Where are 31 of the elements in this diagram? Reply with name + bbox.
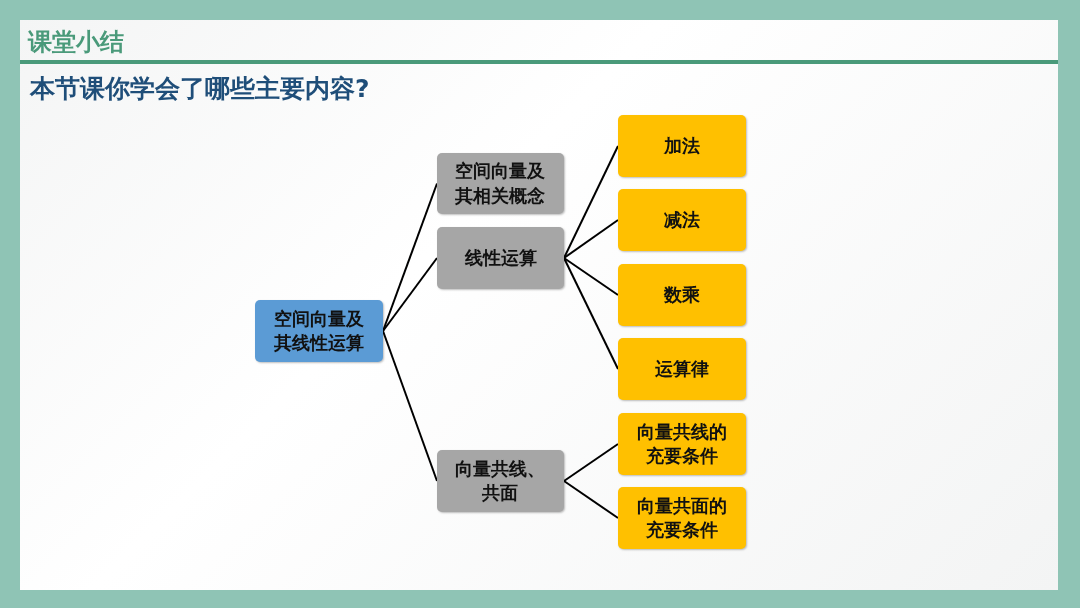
connector-line — [563, 443, 619, 482]
connector-line — [382, 182, 438, 332]
node-text: 向量共线、共面 — [454, 456, 547, 505]
connector-line — [382, 330, 438, 482]
connector-line — [563, 257, 619, 296]
node-text: 减法 — [664, 207, 700, 232]
topic-box — [618, 487, 746, 549]
node-text: 运算律 — [655, 356, 709, 381]
connector-line — [563, 480, 619, 519]
subtopic-box — [437, 227, 564, 289]
connector-line — [382, 257, 438, 332]
node-text: 空间向量及其相关概念 — [454, 159, 547, 208]
node-text: 空间向量及其线性运算 — [273, 306, 365, 355]
subtopic-box — [437, 450, 564, 512]
section-heading: 课堂小结 — [28, 27, 124, 58]
connector-line — [563, 145, 619, 259]
node-text: 数乘 — [664, 282, 700, 307]
topic-box — [618, 115, 746, 177]
question-title: 本节课你学会了哪些主要内容? — [30, 73, 370, 105]
connector-line — [563, 219, 619, 259]
topic-box — [618, 264, 746, 326]
main-topic-box — [255, 300, 383, 362]
node-text: 加法 — [664, 133, 700, 158]
node-text: 向量共线的充要条件 — [636, 419, 728, 468]
node-text: 向量共面的充要条件 — [636, 493, 728, 542]
topic-box — [618, 413, 746, 475]
topic-box — [618, 338, 746, 400]
connector-line — [563, 257, 619, 370]
topic-box — [618, 189, 746, 251]
node-text: 线性运算 — [464, 245, 537, 270]
subtopic-box — [437, 153, 564, 214]
